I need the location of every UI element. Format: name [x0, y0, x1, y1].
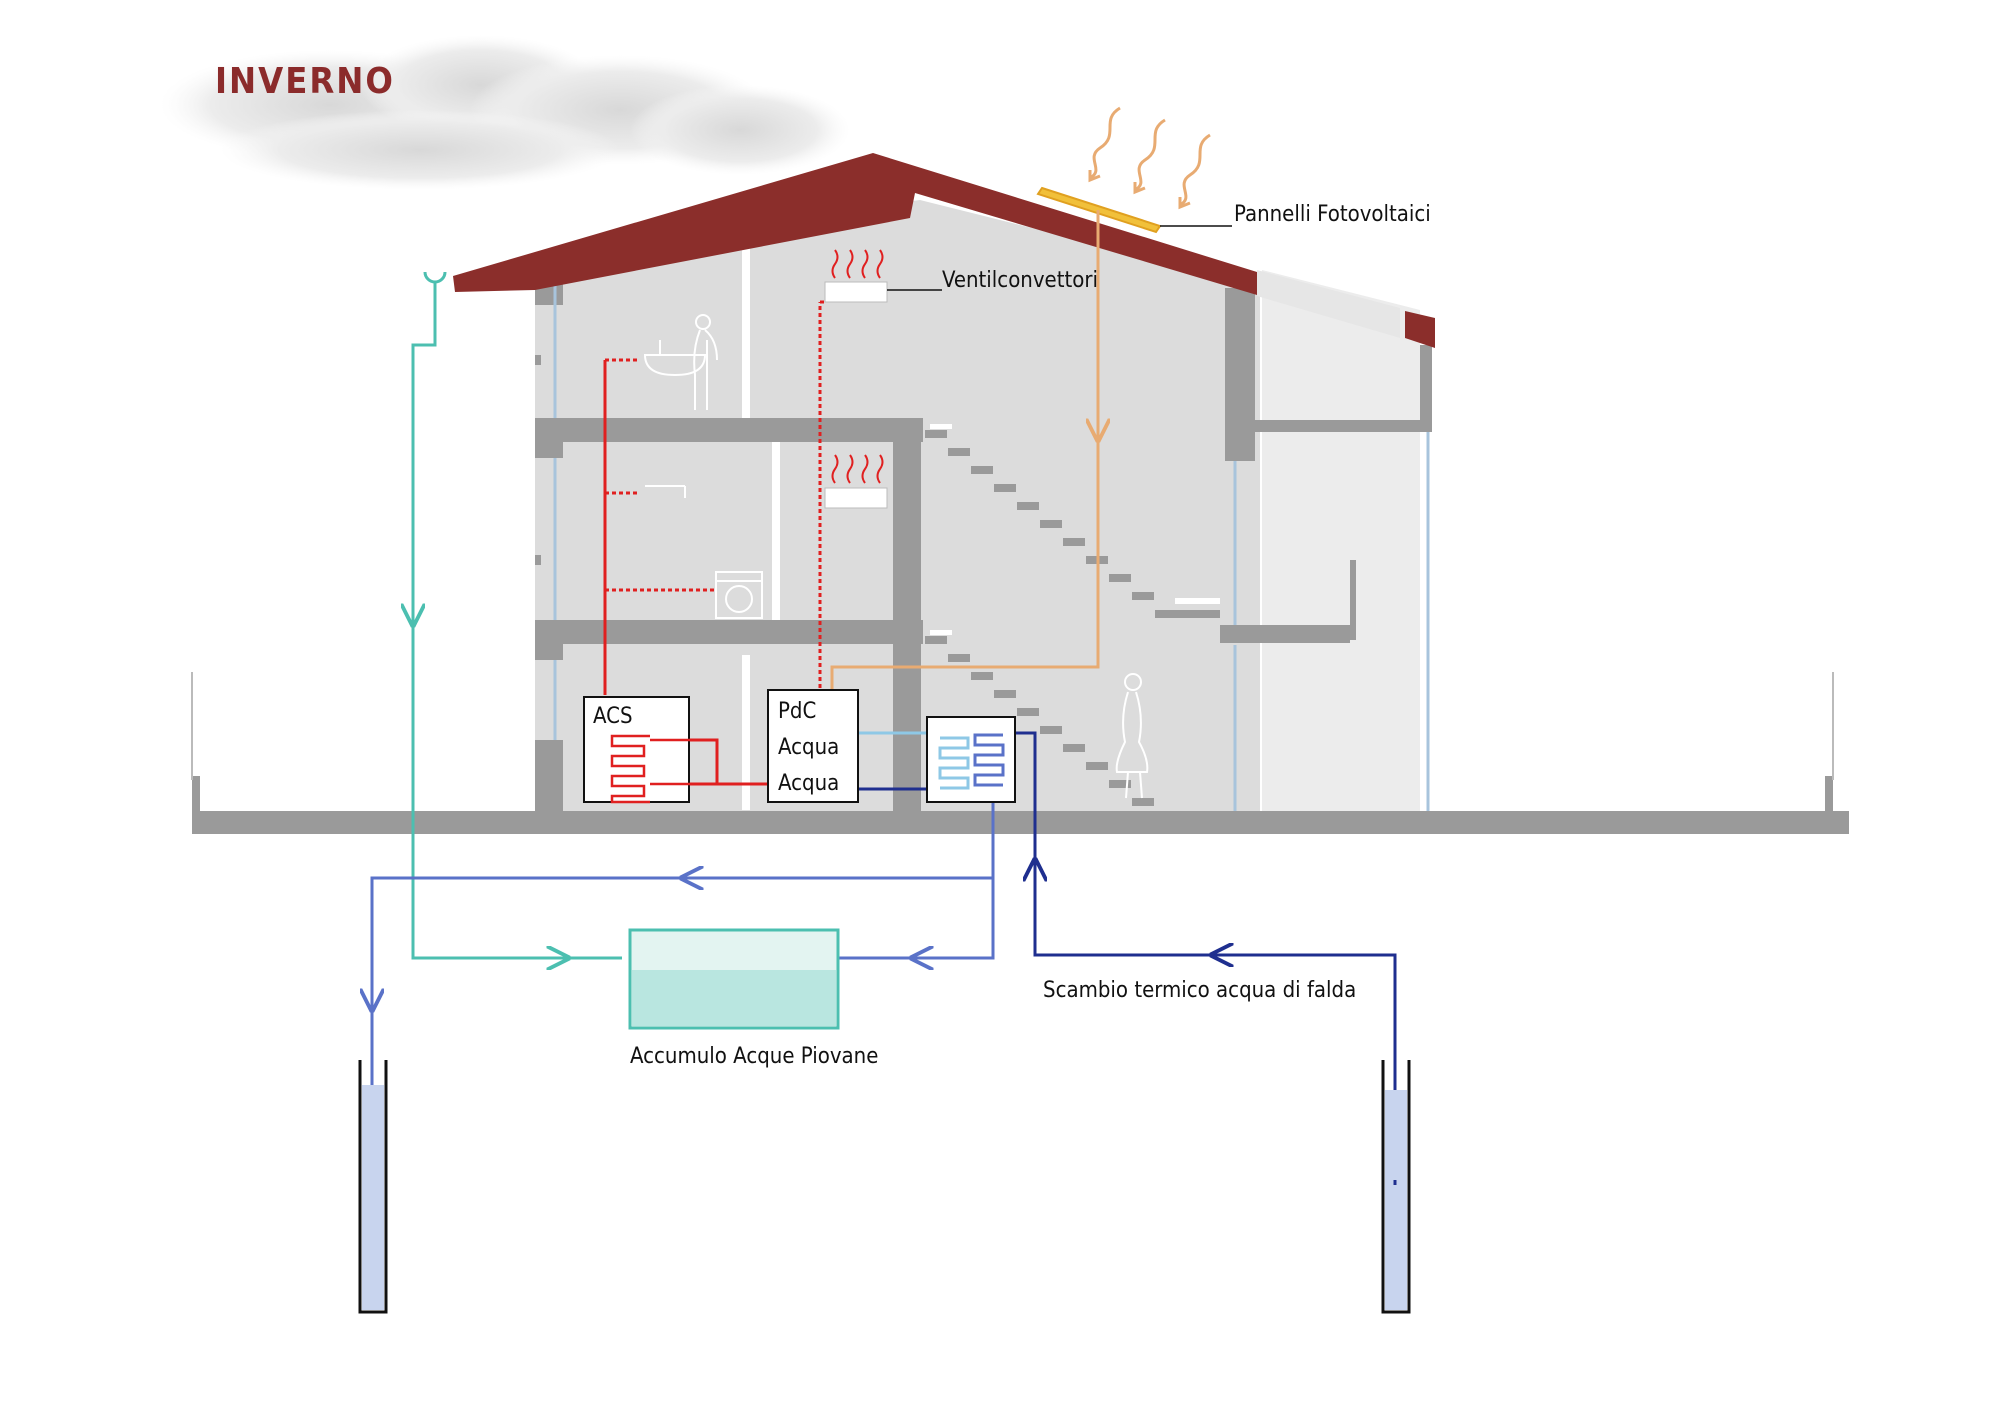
- shower-icon: [645, 485, 686, 498]
- cloud-icon: [160, 35, 850, 190]
- rainwater-tank: Accumulo Acque Piovane: [628, 928, 878, 1069]
- roof: [453, 153, 1435, 348]
- diagram-title: INVERNO: [215, 61, 395, 102]
- rainwater-pipe: [413, 271, 622, 958]
- fan-coils-label: Ventilconvettori: [942, 268, 1098, 293]
- fan-coil-units: [824, 281, 888, 509]
- washing-machine-icon: [715, 571, 763, 619]
- sun-heat-waves-icon: [1088, 106, 1211, 210]
- building-structure: [535, 275, 1432, 811]
- pv-panels-label: Pannelli Fotovoltaici: [1234, 202, 1431, 227]
- pdc-label-2: Acqua: [778, 735, 839, 760]
- acs-label: ACS: [593, 704, 633, 729]
- windows: [553, 285, 1430, 811]
- pdc-label-3: Acqua: [778, 771, 839, 796]
- acs-coil-front: [610, 734, 768, 804]
- flow-arrows: [372, 860, 1230, 1010]
- right-well: [1381, 1060, 1411, 1314]
- rainwater-tank-label: Accumulo Acque Piovane: [630, 1044, 878, 1069]
- groundwater-label: Scambio termico acqua di falda: [1043, 978, 1356, 1003]
- heat-exchanger-unit: [926, 716, 1016, 803]
- pdc-label-1: PdC: [778, 699, 816, 724]
- ground-slab: [191, 672, 1849, 834]
- pdc-unit: PdC Acqua Acqua: [767, 689, 859, 803]
- sink-person-icon: [643, 314, 718, 410]
- left-well: [358, 1060, 388, 1314]
- heat-waves-icon: [831, 249, 884, 484]
- solar-pipe: [830, 210, 1098, 693]
- person-icon: [1115, 673, 1149, 799]
